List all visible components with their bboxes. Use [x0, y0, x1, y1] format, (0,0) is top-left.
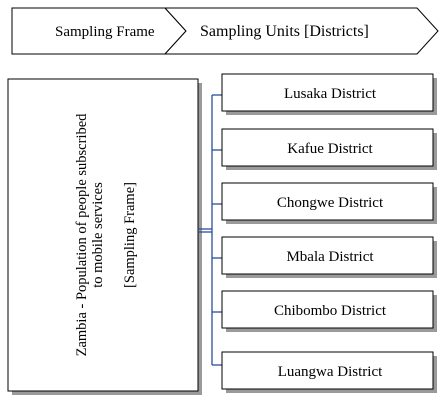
sampling-frame-text-line3: [Sampling Frame]: [122, 182, 138, 288]
header-sampling-units-label: Sampling Units [Districts]: [200, 23, 369, 40]
district-box-mbala: Mbala District: [221, 236, 437, 278]
district-label-luangwa: Luangwa District: [278, 364, 383, 380]
district-box-lusaka: Lusaka District: [221, 73, 437, 115]
district-box-chibombo: Chibombo District: [221, 290, 437, 332]
district-label-lusaka: Lusaka District: [284, 86, 377, 102]
district-box-body: [221, 351, 434, 390]
district-box-body: [221, 73, 434, 112]
district-box-body: [221, 236, 434, 275]
header-arrow-right: [163, 7, 439, 55]
district-box-luangwa: Luangwa District: [221, 351, 437, 393]
district-box-body: [221, 290, 434, 329]
sampling-frame-text-line2: to mobile services: [90, 182, 106, 288]
district-box-body: [221, 128, 434, 167]
district-box-kafue: Kafue District: [221, 128, 437, 170]
district-box-body: [221, 182, 434, 221]
sampling-frame-box: Zambia - Population of people subscribed…: [7, 78, 202, 395]
sampling-frame-text-line1: Zambia - Population of people subscribed: [74, 113, 90, 357]
district-label-chongwe: Chongwe District: [277, 195, 384, 211]
header-band: Sampling Frame Sampling Units [Districts…: [11, 7, 439, 55]
header-sampling-frame-label: Sampling Frame: [55, 24, 155, 40]
district-label-chibombo: Chibombo District: [274, 303, 387, 319]
connectors: [198, 94, 222, 366]
district-box-chongwe: Chongwe District: [221, 182, 437, 224]
sampling-frame-box-body: [7, 78, 199, 392]
district-label-kafue: Kafue District: [287, 141, 373, 157]
district-label-mbala: Mbala District: [286, 249, 374, 265]
